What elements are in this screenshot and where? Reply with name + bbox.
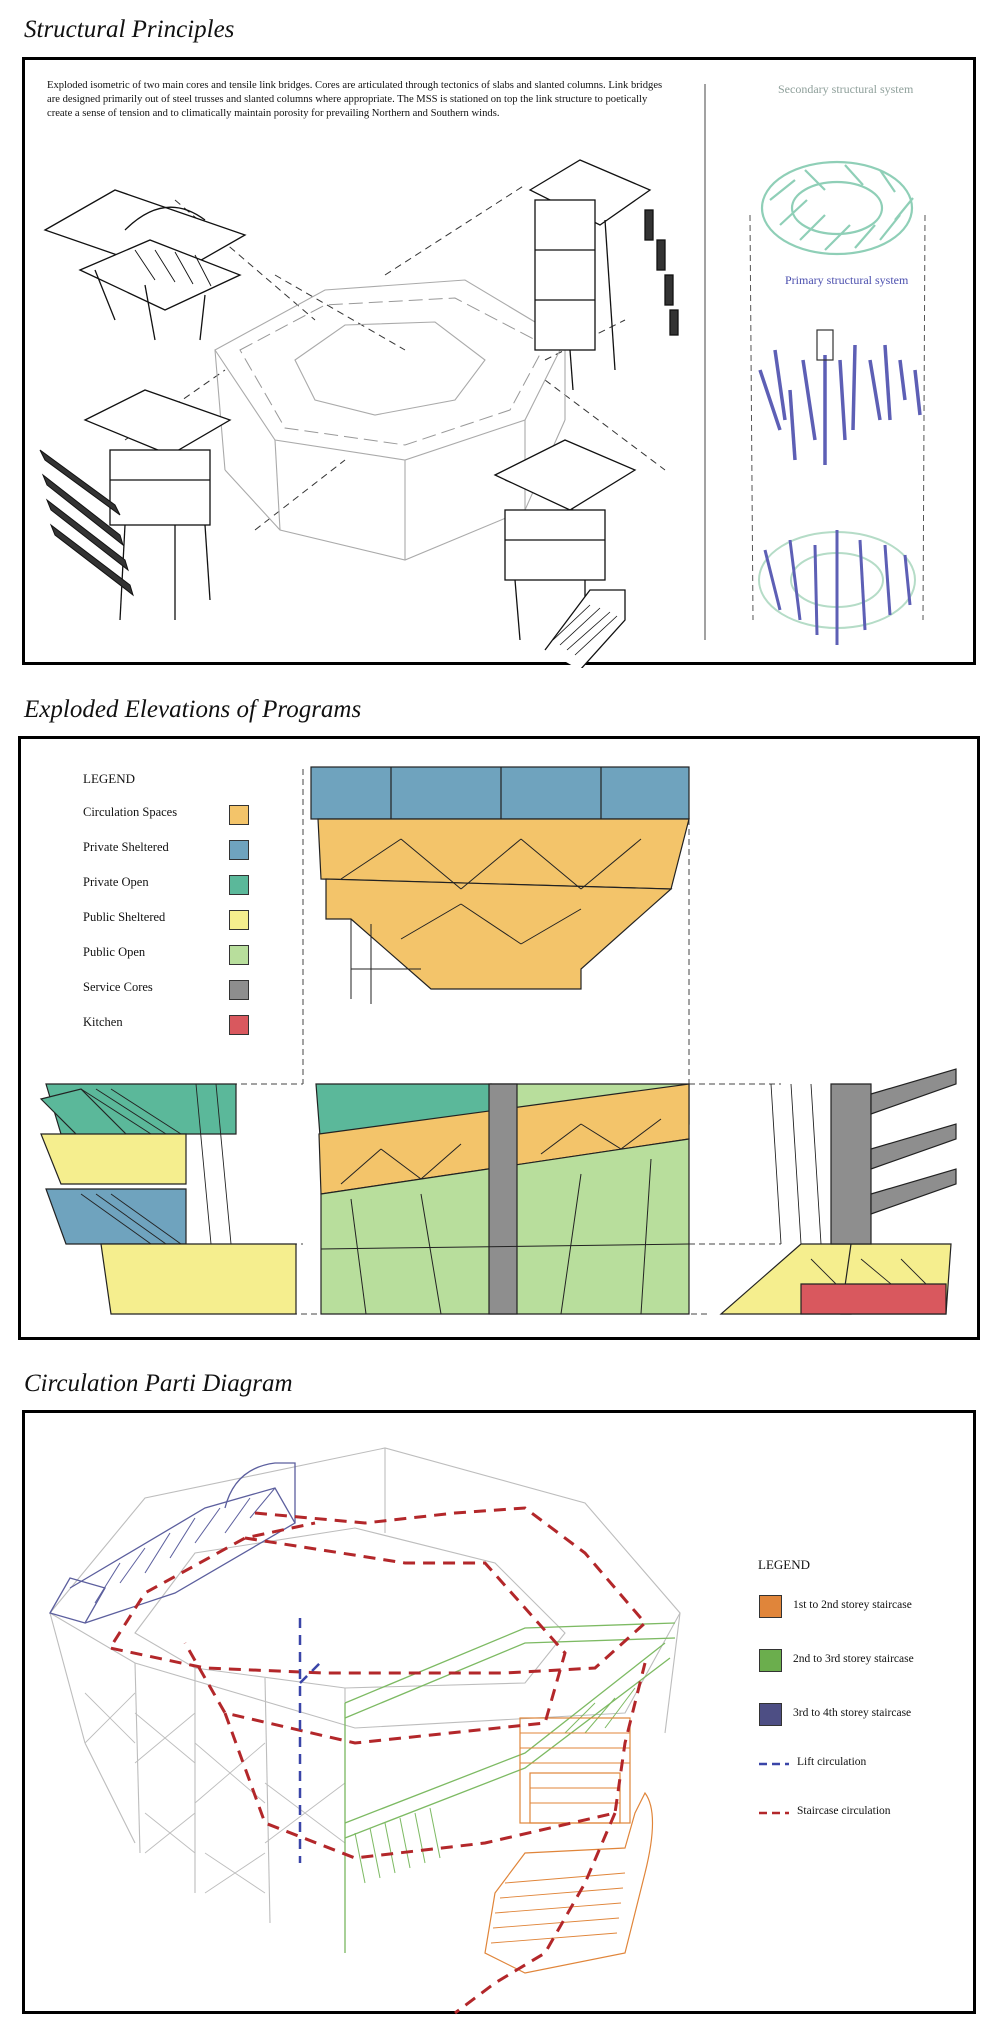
- legend-label-stair-3-4: 3rd to 4th storey staircase: [793, 1707, 912, 1719]
- legend-label-private-open: Private Open: [83, 875, 149, 889]
- legend-swatch-stair-3-4: [759, 1703, 782, 1726]
- legend-line-staircase: [759, 1811, 789, 1815]
- legend-swatch-public-open: [229, 945, 249, 965]
- legend-swatch-private-open: [229, 875, 249, 895]
- legend-label-lift: Lift circulation: [797, 1756, 867, 1768]
- legend-label-staircase: Staircase circulation: [797, 1805, 891, 1817]
- legend-label-stair-2-3: 2nd to 3rd storey staircase: [793, 1653, 914, 1665]
- legend-swatch-private-sheltered: [229, 840, 249, 860]
- legend-line-lift: [759, 1762, 789, 1766]
- structural-principles-title: Structural Principles: [24, 16, 235, 43]
- structural-description: Exploded isometric of two main cores and…: [47, 80, 663, 119]
- circulation-legend-title: LEGEND: [758, 1557, 810, 1572]
- exploded-elevations-panel: LEGEND Circulation Spaces Private Shelte…: [18, 736, 980, 1340]
- legend-label-service-cores: Service Cores: [83, 980, 153, 994]
- legend-label-circulation: Circulation Spaces: [83, 805, 178, 819]
- circulation-parti-title: Circulation Parti Diagram: [24, 1370, 293, 1397]
- legend-label-kitchen: Kitchen: [83, 1015, 123, 1029]
- secondary-system-label: Secondary structural system: [778, 82, 914, 96]
- circulation-drawing: [49, 1447, 681, 2015]
- legend-swatch-stair-2-3: [759, 1649, 782, 1672]
- structural-principles-panel: Exploded isometric of two main cores and…: [22, 57, 976, 668]
- structural-drawing: [39, 84, 926, 668]
- legend-swatch-service-cores: [229, 980, 249, 1000]
- legend-swatch-circulation: [229, 805, 249, 825]
- legend-label-public-open: Public Open: [83, 945, 146, 959]
- legend-label-public-sheltered: Public Sheltered: [83, 910, 166, 924]
- exploded-elevations-title: Exploded Elevations of Programs: [24, 696, 362, 723]
- legend-swatch-stair-1-2: [759, 1595, 782, 1618]
- circulation-parti-panel: LEGEND 1st to 2nd storey staircase 2nd t…: [22, 1410, 976, 2015]
- elevations-legend-title: LEGEND: [83, 771, 135, 786]
- legend-swatch-public-sheltered: [229, 910, 249, 930]
- elevations-drawing: [39, 766, 957, 1315]
- legend-label-stair-1-2: 1st to 2nd storey staircase: [793, 1599, 912, 1611]
- primary-system-label: Primary structural system: [785, 273, 909, 287]
- legend-label-private-sheltered: Private Sheltered: [83, 840, 169, 854]
- legend-swatch-kitchen: [229, 1015, 249, 1035]
